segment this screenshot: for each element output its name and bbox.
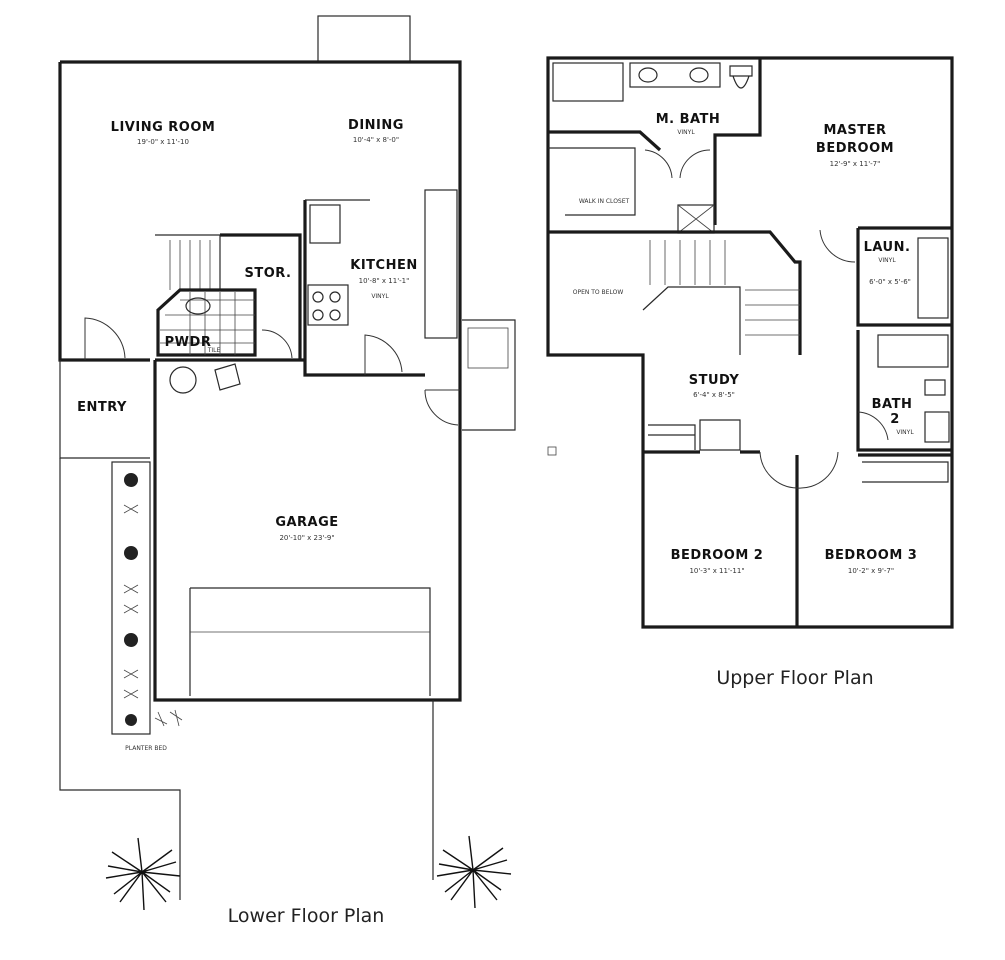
bath2-door-swing [857,411,889,441]
bedroom3-door-swing [796,451,839,489]
side-porch [462,319,516,431]
bedroom3-closet [862,461,949,483]
stor-wall [220,233,302,360]
dining-dims: 10'-4" x 8'-0" [353,136,399,144]
living-room-label: LIVING ROOM [111,120,216,135]
laundry-wall [856,226,952,327]
dining-label: DINING [348,118,404,133]
powder-sink [185,297,211,315]
lower-exterior-wall [60,60,462,425]
marker-square [547,446,557,456]
stor-label: STOR. [245,266,292,281]
garage-side-door-swing [424,389,460,426]
cooktop [307,284,349,326]
master-bedroom-dims: 12'-9" x 11'-7" [830,160,881,168]
tree-symbol-right [436,835,512,909]
study-label: STUDY [689,373,740,388]
tree-symbol-left [105,837,181,911]
bath2-label-line1: BATH [872,397,913,412]
washer-dryer [917,237,949,319]
closet-door-swing [679,149,711,179]
kitchen-counter [424,189,458,339]
master-toilet [729,65,753,89]
bedroom2-dims: 10'-3" x 11'-11" [689,567,744,575]
m-bath-label: M. BATH [656,112,721,127]
kitchen-label: KITCHEN [350,258,417,273]
living-door-swing [84,317,126,360]
pwdr-label: PWDR [165,335,212,350]
kitchen-wall [303,200,425,377]
m-bath-right-wall [713,58,762,225]
laun-dims: 6'-0" x 5'-6" [869,278,911,286]
open-to-below-label: OPEN TO BELOW [573,289,624,296]
master-door-swing [819,229,856,263]
laun-floor: VINYL [878,257,896,264]
entry-label: ENTRY [77,400,127,415]
bedroom2-door-swing [759,451,798,489]
powder-room-wall [156,288,257,357]
bath2-vanity [924,411,950,443]
stairwell-top-wall [645,230,802,355]
planter-bed [111,461,151,735]
hall-closet [699,419,741,451]
kitchen-dims: 10'-8" x 11'-1" [359,277,410,285]
garage-wall [153,360,462,702]
lower-floor-plan: LIVING ROOM 19'-0" x 11'-10 DINING 10'-4… [58,15,516,927]
stor-door-swing [261,329,293,359]
stair-outline [155,234,221,290]
upper-stair-treads [649,240,800,336]
lower-floor-caption: Lower Floor Plan [228,905,385,927]
bath2-toilet [924,379,946,396]
m-bath-vanity [629,62,721,88]
master-bedroom-label-line1: MASTER [823,123,886,138]
living-left-wall [58,62,150,362]
bath2-floor: VINYL [896,429,914,436]
kitchen-door-swing [364,334,403,375]
walkway-line [59,458,181,900]
laun-label: LAUN. [864,240,911,255]
master-bedroom-label-line2: BEDROOM [816,141,894,156]
stair-treads [169,240,211,290]
m-bath-floor: VINYL [677,129,695,136]
study-dims: 6'-4" x 8'-5" [693,391,735,399]
stair-rail [642,286,741,355]
powder-tile-grid [160,292,255,355]
bath2-wall [856,330,952,452]
bedroom3-dims: 10'-2" x 9'-7" [848,567,894,575]
living-room-dims: 19'-0" x 11'-10 [137,138,189,146]
kitchen-sink [309,204,341,244]
garage-label: GARAGE [275,515,338,530]
upper-floor-plan: M. BATH VINYL MASTER BEDROOM 12'-9" x 11… [546,56,954,689]
bathtub-master [552,62,624,102]
upper-exterior-wall [546,56,954,629]
bathtub-bath2 [877,334,949,368]
planter-shrubs [123,473,183,727]
kitchen-floor: VINYL [371,293,389,300]
bedroom2-label: BEDROOM 2 [671,548,764,563]
m-bath-lower-wall [548,130,662,152]
walk-in-closet-label: WALK IN CLOSET [579,198,630,205]
bedroom2-closet [648,424,696,450]
upper-floor-caption: Upper Floor Plan [716,667,873,689]
furnace [214,363,241,391]
m-bath-door-swing [644,149,673,179]
water-heater [169,366,197,394]
garage-dims: 20'-10" x 23'-9" [279,534,334,542]
planter-bed-label: PLANTER BED [125,745,167,752]
fireplace-chimney [317,15,411,63]
bath2-label-line2: 2 [890,412,900,427]
garage-door-panel [189,587,431,696]
walk-in-closet-shelf [548,147,636,216]
pwdr-floor: TILE [207,347,221,354]
bedroom3-label: BEDROOM 3 [825,548,918,563]
